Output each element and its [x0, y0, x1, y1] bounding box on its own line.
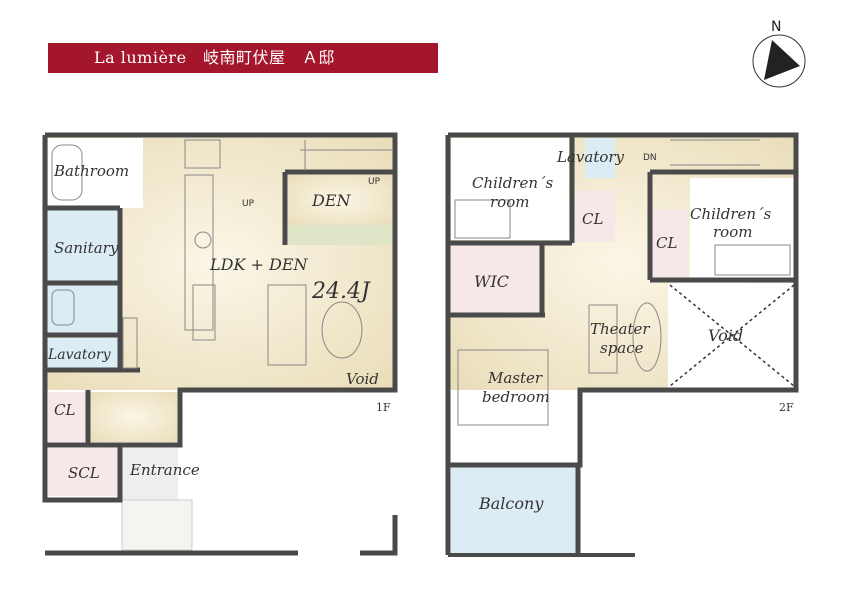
compass-arrow-icon — [764, 40, 800, 80]
floor2-level-label: 2F — [779, 401, 794, 414]
cl2b-floor — [650, 210, 688, 278]
cl1-floor — [48, 392, 88, 442]
children2-floor — [690, 178, 796, 280]
void2-cross — [669, 284, 795, 387]
cl2a-floor — [575, 190, 615, 242]
entrance-floor — [120, 448, 178, 500]
floor1: Bathroom Sanitary Lavatory CL SCL Entran… — [42, 132, 398, 556]
children1-line2: room — [490, 193, 529, 211]
stairs-up-label: UP — [242, 199, 255, 209]
sanitary-label: Sanitary — [54, 239, 119, 257]
lavatory2-floor — [585, 138, 615, 178]
entrance-label: Entrance — [129, 461, 200, 479]
stairs-up-label-2: UP — [368, 177, 381, 187]
floor1-fixtures — [51, 139, 392, 369]
hall-floor — [90, 392, 178, 442]
master-line1: Master — [487, 369, 543, 387]
cl2b-label: CL — [656, 234, 677, 252]
cl1-label: CL — [54, 401, 75, 419]
title-banner: La lumière 岐南町伏屋 Ａ邸 — [48, 43, 438, 73]
cl2a-label: CL — [582, 210, 603, 228]
floor2-walls — [445, 132, 799, 555]
lavatory2-label: Lavatory — [556, 148, 625, 166]
children2-line1: Children´s — [690, 205, 772, 223]
theater-line1: Theater — [590, 320, 650, 338]
balcony-label: Balcony — [478, 494, 544, 513]
scl-label: SCL — [68, 464, 100, 482]
porch — [121, 499, 193, 551]
lavatory-floor — [48, 338, 118, 368]
wic-label: WIC — [474, 272, 509, 291]
balcony-floor — [451, 465, 576, 555]
title-text: La lumière 岐南町伏屋 Ａ邸 — [94, 48, 336, 67]
lavatory1-label: Lavatory — [47, 347, 112, 363]
void2-label: Void — [708, 326, 743, 345]
ldk-label: LDK + DEN — [209, 255, 308, 274]
compass-north-label: N — [771, 19, 781, 35]
theater-line2: space — [600, 339, 644, 357]
children1-line1: Children´s — [472, 174, 554, 192]
den-step — [288, 225, 392, 245]
void1-label: Void — [346, 370, 379, 388]
floor1-walls — [42, 132, 398, 503]
floor1-level-label: 1F — [376, 401, 391, 414]
master-line2: bedroom — [482, 388, 550, 406]
den-floor — [288, 175, 392, 225]
scl-floor — [48, 448, 118, 496]
stairs-dn-label: DN — [643, 153, 657, 163]
floor2-fixtures — [454, 139, 791, 426]
bathroom-floor — [48, 138, 143, 208]
den-label: DEN — [311, 191, 352, 210]
sanitary-floor — [48, 208, 118, 283]
bathroom-label: Bathroom — [53, 162, 129, 180]
north-compass: N — [752, 19, 806, 88]
wic-floor — [451, 245, 539, 313]
children2-line2: room — [713, 223, 752, 241]
ldk-area-label: 24.4J — [311, 279, 371, 304]
